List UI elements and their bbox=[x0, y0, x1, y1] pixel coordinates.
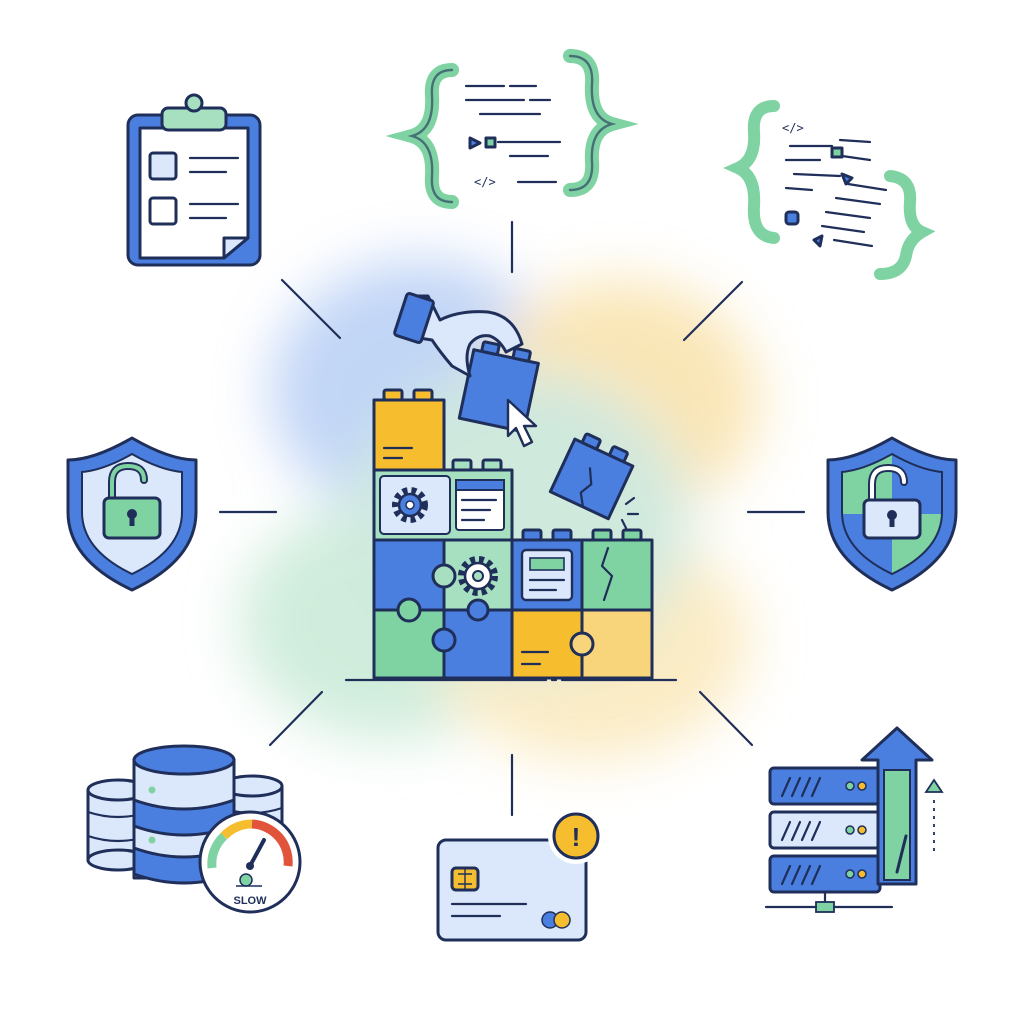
clipboard-checklist-icon bbox=[126, 93, 262, 267]
code-braces-icon: </> bbox=[385, 49, 639, 209]
scattered-code-tag-label: </> bbox=[782, 121, 804, 135]
code-tag-label: </> bbox=[474, 175, 496, 189]
puzzle-blocks-icon bbox=[344, 292, 678, 682]
connector-top-left bbox=[280, 278, 342, 340]
gear-icon-large bbox=[392, 487, 428, 523]
connector-bottom-right bbox=[698, 690, 754, 747]
connector-lines bbox=[218, 220, 806, 817]
block-cracked-row2 bbox=[580, 538, 654, 612]
connector-top-right bbox=[682, 280, 744, 342]
slow-database-icon: SLOW bbox=[86, 744, 302, 914]
warning-mark: ! bbox=[572, 822, 581, 852]
block-yellow-top bbox=[372, 398, 446, 472]
split-unlocked-shield-icon bbox=[826, 436, 958, 592]
slow-label: SLOW bbox=[234, 895, 268, 907]
cursor-pointer-icon bbox=[506, 398, 538, 448]
gear-icon bbox=[458, 556, 498, 596]
unlocked-shield-icon bbox=[66, 436, 198, 592]
connector-bottom-left bbox=[268, 690, 324, 747]
snail-icon bbox=[236, 873, 262, 887]
credit-card-warning-icon: ! bbox=[436, 808, 604, 942]
scattered-code-icon: </> bbox=[723, 100, 936, 280]
falling-block bbox=[548, 432, 635, 521]
server-scaling-icon bbox=[764, 726, 944, 913]
